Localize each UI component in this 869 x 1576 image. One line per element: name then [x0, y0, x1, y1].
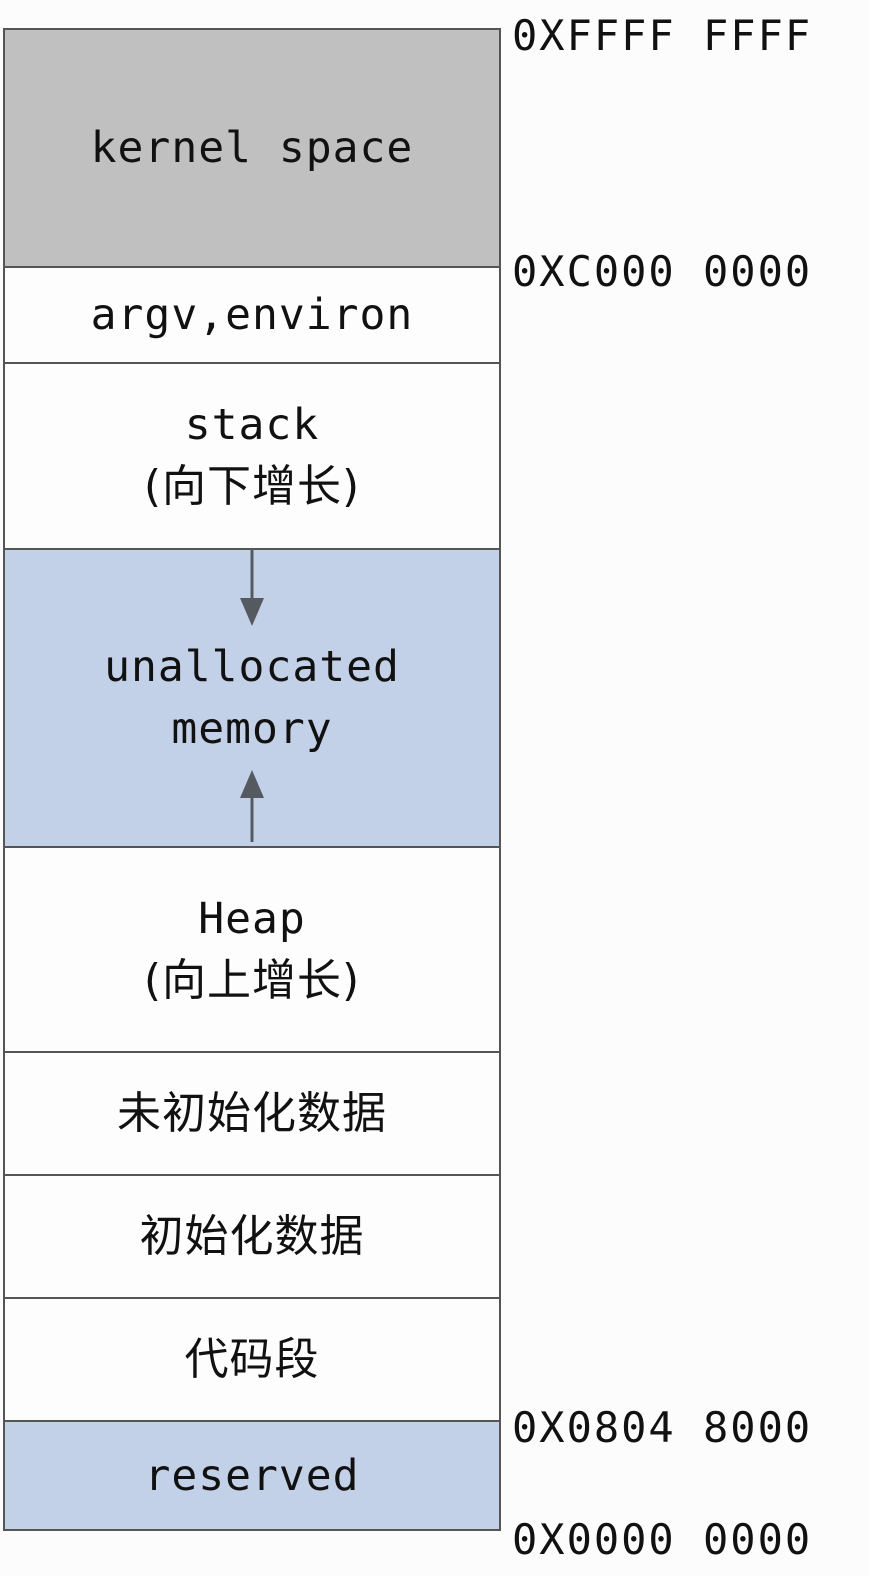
segment-initialized-data: 初始化数据 — [5, 1174, 499, 1297]
segment-uninitialized-data: 未初始化数据 — [5, 1051, 499, 1174]
segment-uninitialized-data-label: 未初始化数据 — [117, 1087, 387, 1139]
address-top: 0XFFFF FFFF — [512, 11, 813, 60]
segment-heap: Heap (向上增长) — [5, 846, 499, 1051]
segment-argv-environ: argv,environ — [5, 266, 499, 362]
segment-heap-label: Heap — [198, 893, 306, 944]
segment-unallocated-memory: unallocated memory — [5, 548, 499, 846]
address-bottom: 0X0000 0000 — [512, 1515, 813, 1564]
segment-unallocated-label-line1: unallocated — [104, 642, 400, 692]
segment-code-label: 代码段 — [184, 1333, 320, 1385]
address-text-start: 0X0804 8000 — [512, 1403, 813, 1452]
segment-reserved: reserved — [5, 1420, 499, 1529]
segment-stack: stack (向下增长) — [5, 362, 499, 548]
segment-reserved-label: reserved — [144, 1450, 360, 1501]
segment-stack-label: stack — [184, 400, 320, 450]
address-kernel-start: 0XC000 0000 — [512, 247, 813, 296]
segment-kernel-space-label: kernel space — [90, 123, 414, 173]
segment-code: 代码段 — [5, 1297, 499, 1420]
segment-stack-note: (向下增长) — [143, 461, 361, 512]
segment-kernel-space: kernel space — [5, 30, 499, 266]
segment-heap-note: (向上增长) — [143, 954, 361, 1006]
segment-argv-environ-label: argv,environ — [90, 290, 414, 340]
segment-initialized-data-label: 初始化数据 — [139, 1210, 365, 1262]
memory-layout-column: kernel space argv,environ stack (向下增长) u… — [3, 28, 501, 1531]
segment-unallocated-label-line2: memory — [171, 704, 333, 754]
